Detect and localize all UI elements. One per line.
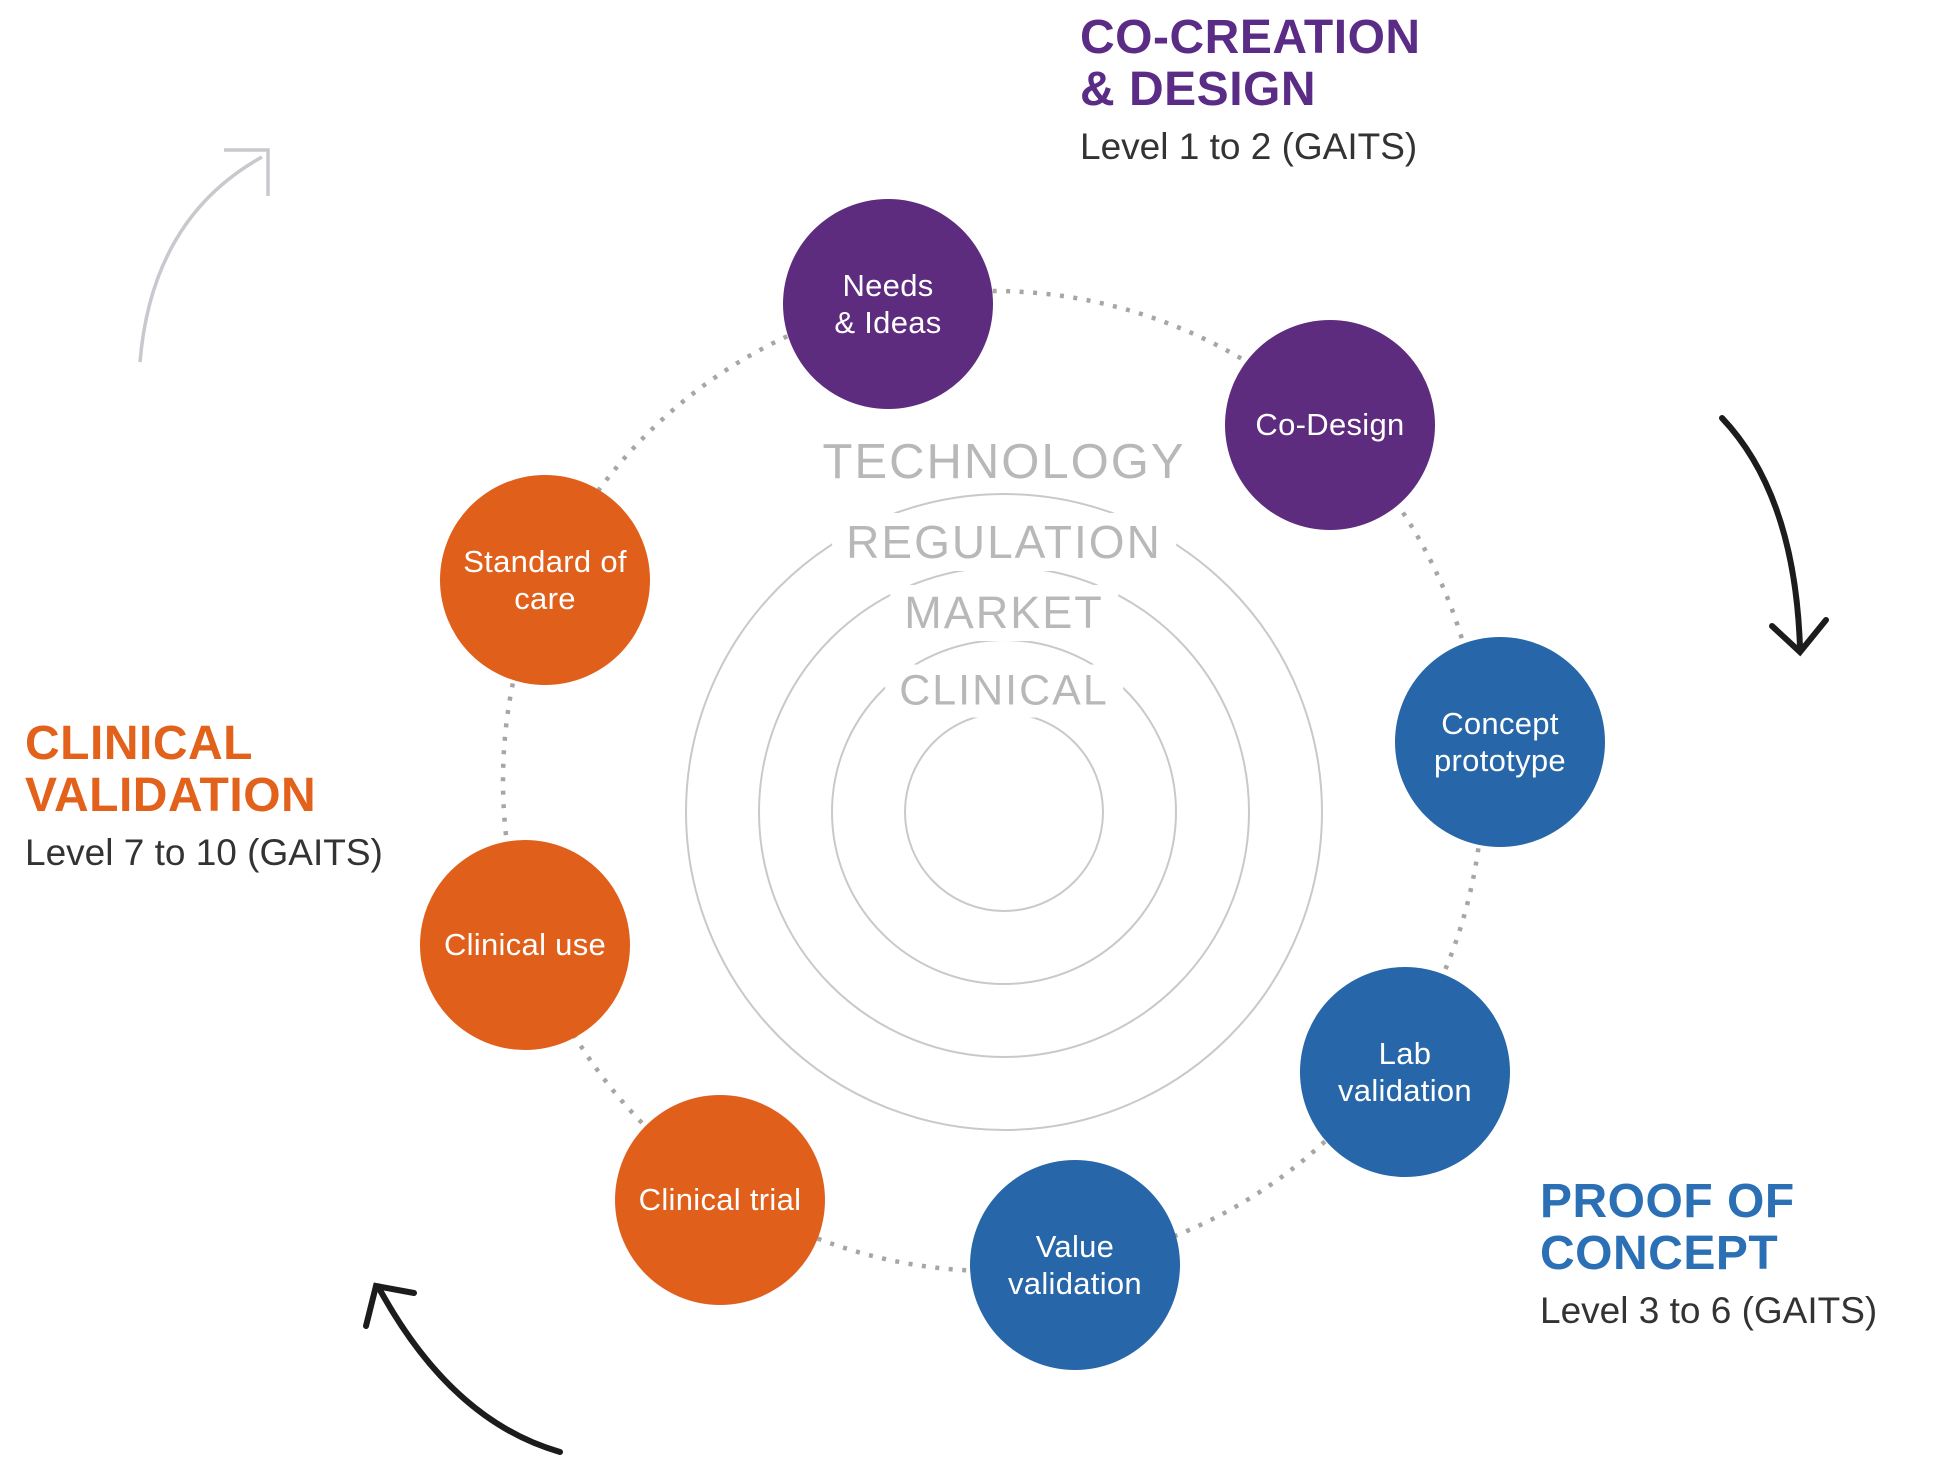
node-co-design: Co-Design [1225, 320, 1435, 530]
node-lab-validation: Lab validation [1300, 967, 1510, 1177]
node-value-validation: Value validation [970, 1160, 1180, 1370]
node-needs-ideas: Needs & Ideas [783, 199, 993, 409]
node-clinical-use: Clinical use [420, 840, 630, 1050]
concentric-rings [685, 493, 1323, 1131]
ring-label-technology: TECHNOLOGY [808, 432, 1200, 492]
node-concept-prototype: Concept prototype [1395, 637, 1605, 847]
ring-clinical-circle [904, 712, 1104, 912]
phase-co-creation-design: CO-CREATION & DESIGN Level 1 to 2 (GAITS… [1080, 11, 1421, 168]
node-standard-of-care: Standard of care [440, 475, 650, 685]
curved-arrow-up-right-icon [138, 148, 270, 363]
ring-label-regulation: REGULATION [832, 513, 1176, 571]
phase-proof-of-concept: PROOF OF CONCEPT Level 3 to 6 (GAITS) [1540, 1175, 1878, 1332]
phase-clinical-validation-title: CLINICAL VALIDATION [25, 717, 317, 823]
ring-label-clinical: CLINICAL [885, 664, 1123, 718]
phase-proof-of-concept-title: PROOF OF CONCEPT [1540, 1175, 1795, 1281]
phase-clinical-validation: CLINICAL VALIDATION Level 7 to 10 (GAITS… [25, 717, 383, 874]
phase-co-creation-title: CO-CREATION & DESIGN [1080, 11, 1421, 117]
curved-arrow-down-icon [1719, 415, 1829, 657]
curved-arrow-up-left-icon [363, 1282, 563, 1455]
phase-co-creation-level: Level 1 to 2 (GAITS) [1080, 125, 1418, 167]
ring-technology-circle [685, 493, 1323, 1131]
phase-clinical-validation-level: Level 7 to 10 (GAITS) [25, 831, 383, 873]
ring-label-market: MARKET [890, 585, 1118, 641]
phase-proof-of-concept-level: Level 3 to 6 (GAITS) [1540, 1289, 1878, 1331]
node-clinical-trial: Clinical trial [615, 1095, 825, 1305]
